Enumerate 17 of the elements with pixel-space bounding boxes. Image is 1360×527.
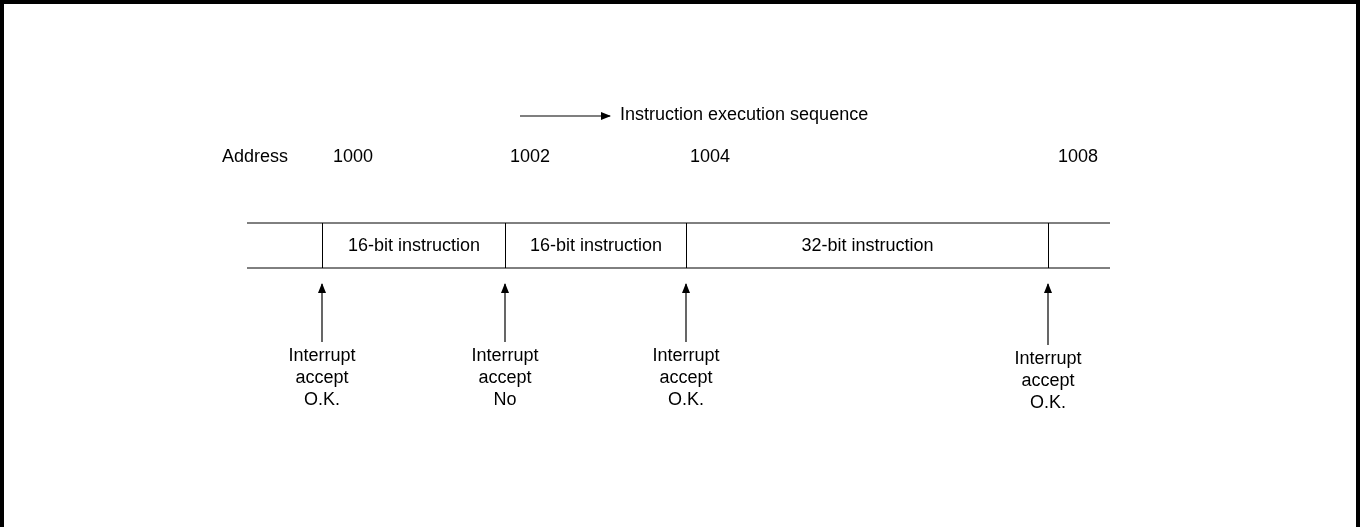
interrupt-note: Interrupt accept No bbox=[471, 344, 539, 410]
arrow bbox=[318, 283, 326, 343]
address-number: 1002 bbox=[510, 146, 551, 167]
instruction-label: 32-bit instruction bbox=[801, 235, 934, 256]
arrow bbox=[501, 283, 509, 343]
address-number: 1004 bbox=[690, 146, 731, 167]
interrupt-note: Interrupt accept O.K. bbox=[288, 344, 356, 410]
interrupt-note: Interrupt accept O.K. bbox=[652, 344, 720, 410]
row-label: Address bbox=[222, 146, 289, 167]
address-number: 1008 bbox=[1058, 146, 1099, 167]
address-number: 1000 bbox=[333, 146, 374, 167]
arrow bbox=[1044, 283, 1052, 346]
interrupt-note: Interrupt accept O.K. bbox=[1014, 347, 1082, 413]
arrow bbox=[682, 283, 690, 343]
direction-caption: Instruction execution sequence bbox=[620, 104, 869, 125]
instruction-label: 16-bit instruction bbox=[347, 235, 481, 256]
instruction-label: 16-bit instruction bbox=[529, 235, 663, 256]
